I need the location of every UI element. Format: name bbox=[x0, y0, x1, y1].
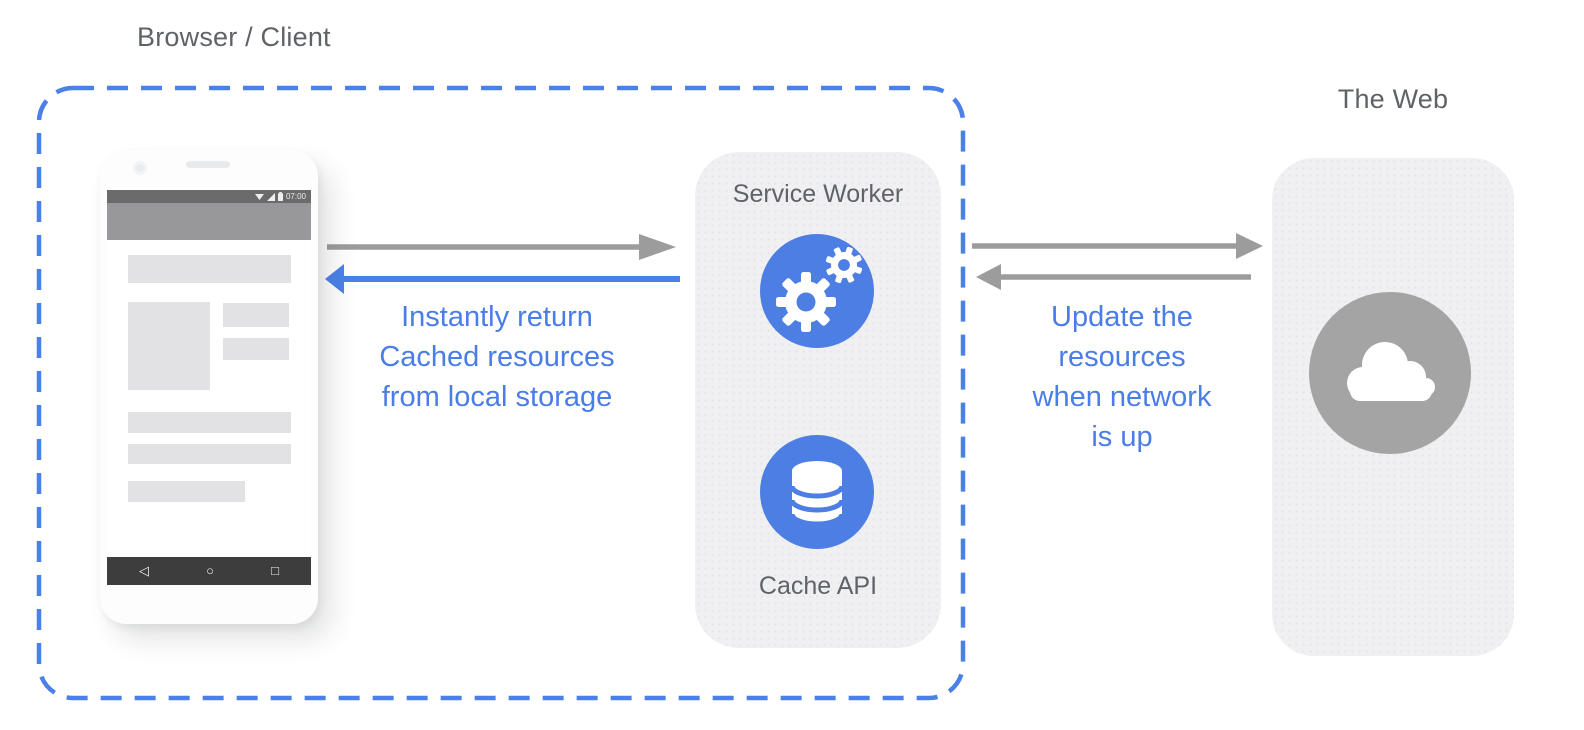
web-circle bbox=[1309, 292, 1471, 454]
phone-speaker-icon bbox=[186, 161, 230, 168]
status-time: 07:00 bbox=[285, 192, 306, 201]
signal-icon bbox=[266, 192, 275, 201]
home-icon: ○ bbox=[206, 563, 214, 578]
cache-api-label: Cache API bbox=[758, 572, 878, 600]
phone-nav-bar: ◁ ○ □ bbox=[107, 557, 311, 585]
cached-response-caption: Instantly return Cached resources from l… bbox=[379, 301, 615, 413]
cache-circle bbox=[760, 435, 874, 549]
network-update-caption: Update the resources when network is up bbox=[1032, 301, 1212, 453]
browser-client-label: Browser / Client bbox=[137, 22, 331, 52]
gears-icon bbox=[776, 246, 863, 332]
phone-camera-icon bbox=[133, 161, 147, 175]
wifi-icon bbox=[254, 193, 264, 200]
wireframe-block bbox=[223, 338, 289, 360]
phone-app-bar bbox=[107, 203, 311, 240]
the-web-label: The Web bbox=[1337, 84, 1449, 114]
service-worker-label: Service Worker bbox=[732, 180, 904, 208]
wireframe-block bbox=[128, 255, 291, 283]
arrow-request-phone-to-sw-icon bbox=[327, 234, 676, 260]
cloud-icon bbox=[1347, 342, 1435, 401]
database-icon bbox=[789, 461, 845, 527]
arrow-sw-to-web-icon bbox=[972, 233, 1263, 259]
wireframe-block bbox=[223, 303, 289, 327]
wireframe-block bbox=[128, 481, 245, 502]
wireframe-block bbox=[128, 412, 291, 433]
back-icon: ◁ bbox=[139, 563, 149, 578]
service-worker-circle bbox=[760, 234, 874, 348]
service-worker-panel: Service Worker bbox=[695, 152, 941, 648]
phone-screen: 07:00 ◁ ○ □ bbox=[107, 190, 311, 585]
web-panel bbox=[1272, 158, 1514, 656]
recents-icon: □ bbox=[271, 563, 279, 578]
battery-icon bbox=[277, 192, 283, 201]
arrow-web-to-sw-icon bbox=[976, 264, 1251, 290]
wireframe-block bbox=[128, 302, 210, 390]
phone-status-bar: 07:00 bbox=[107, 190, 311, 203]
wireframe-block bbox=[128, 444, 291, 464]
dashed-client-boundary bbox=[36, 85, 966, 701]
arrow-response-sw-to-phone-icon bbox=[325, 264, 680, 294]
phone-mockup: 07:00 ◁ ○ □ bbox=[100, 150, 318, 624]
